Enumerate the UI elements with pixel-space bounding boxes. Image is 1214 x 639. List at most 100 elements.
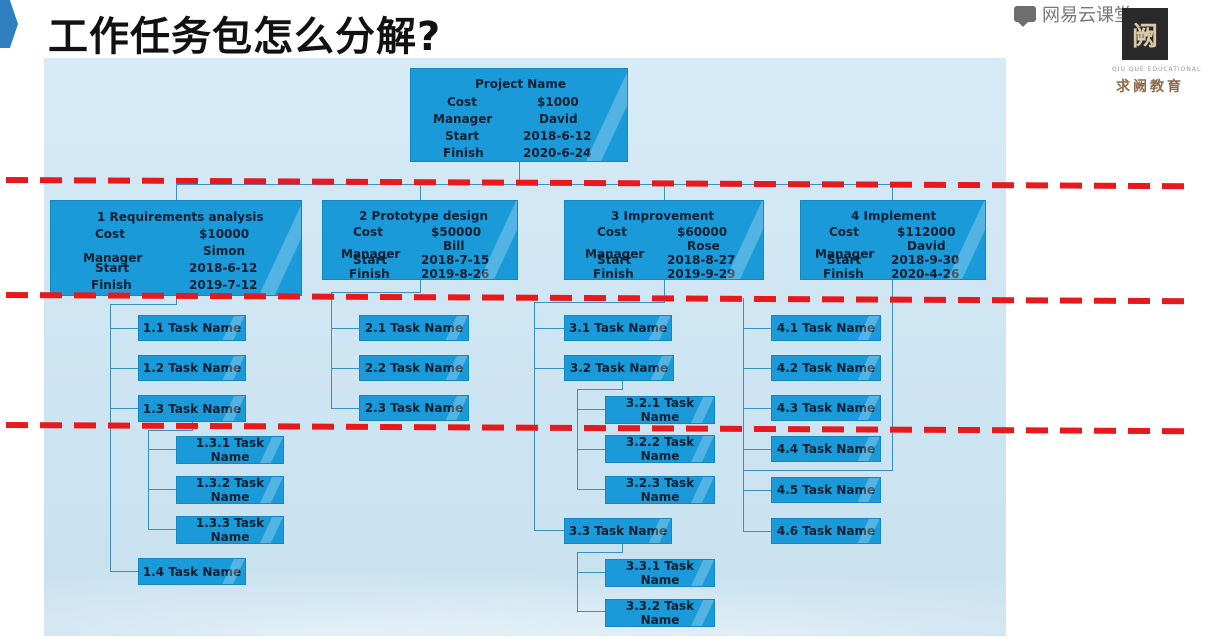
connector — [534, 302, 535, 531]
connector — [420, 184, 421, 200]
wbs-phase-node-1[interactable]: 1 Requirements analysis Cost $10000 Mana… — [50, 200, 302, 296]
task-node-1-1[interactable]: 1.1 Task Name — [138, 315, 246, 341]
phase-cost: $50000 — [431, 225, 482, 239]
phase-finish: 2019-8-26 — [421, 267, 490, 280]
phase-finish-label: Finish — [593, 267, 634, 280]
task-node-3-2-2[interactable]: 3.2.2 Task Name — [605, 435, 715, 463]
task-node-3-1[interactable]: 3.1 Task Name — [564, 315, 672, 341]
connector — [534, 302, 665, 303]
task-node-1-2[interactable]: 1.2 Task Name — [138, 355, 246, 381]
wbs-phase-node-2[interactable]: 2 Prototype design Cost $50000 Manager B… — [322, 200, 518, 280]
wbs-phase-node-4[interactable]: 4 Implement Cost $112000 Manager David S… — [800, 200, 986, 280]
task-node-4-2[interactable]: 4.2 Task Name — [771, 355, 881, 381]
wbs-root-node[interactable]: Project Name Cost $1000 Manager David St… — [410, 68, 628, 162]
task-node-4-5[interactable]: 4.5 Task Name — [771, 477, 881, 503]
phase-start: 2018-8-27 — [667, 253, 736, 267]
phase-start: 2018-9-30 — [891, 253, 960, 267]
task-node-3-3-2[interactable]: 3.3.2 Task Name — [605, 599, 715, 627]
task-node-3-3-1[interactable]: 3.3.1 Task Name — [605, 559, 715, 587]
phase-start: 2018-6-12 — [189, 261, 258, 275]
phase-manager-label: Manager — [585, 247, 645, 261]
phase-name: 1 Requirements analysis — [97, 210, 264, 224]
root-start-label: Start — [445, 129, 480, 143]
phase-cost-label: Cost — [353, 225, 383, 239]
phase-cost-label: Cost — [95, 227, 125, 241]
qiuque-logo: 阙 — [1122, 8, 1168, 60]
connector — [892, 184, 893, 200]
task-node-2-2[interactable]: 2.2 Task Name — [359, 355, 469, 381]
connector — [743, 368, 771, 369]
task-node-1-3-2[interactable]: 1.3.2 Task Name — [176, 476, 284, 504]
task-node-2-3[interactable]: 2.3 Task Name — [359, 395, 469, 421]
phase-manager: David — [907, 239, 946, 253]
connector — [176, 296, 177, 304]
connector — [664, 280, 665, 302]
connector — [110, 408, 138, 409]
task-node-1-3[interactable]: 1.3 Task Name — [138, 395, 246, 422]
task-node-3-2-3[interactable]: 3.2.3 Task Name — [605, 476, 715, 504]
phase-cost: $60000 — [677, 225, 728, 239]
phase-manager: Bill — [443, 239, 465, 253]
phase-name: 2 Prototype design — [359, 209, 489, 223]
netease-brand: 网易云课堂 — [1014, 2, 1132, 27]
phase-finish-label: Finish — [823, 267, 864, 280]
root-start: 2018-6-12 — [523, 129, 592, 143]
phase-start-label: Start — [597, 253, 632, 267]
connector — [110, 571, 138, 572]
connector — [577, 389, 578, 490]
connector — [622, 544, 623, 552]
connector — [148, 430, 149, 530]
brand-area: 网易云课堂 阙 QIU QUE EDUCATIONAL 求阙教育 — [1014, 0, 1214, 100]
phase-cost-label: Cost — [829, 225, 859, 239]
phase-manager-label: Manager — [83, 251, 143, 265]
connector — [743, 449, 771, 450]
connector — [331, 408, 359, 409]
phase-manager-label: Manager — [815, 247, 875, 261]
task-node-2-1[interactable]: 2.1 Task Name — [359, 315, 469, 341]
connector — [148, 430, 193, 431]
connector — [577, 409, 605, 410]
root-manager: David — [539, 112, 578, 126]
task-node-4-1[interactable]: 4.1 Task Name — [771, 315, 881, 341]
phase-finish-label: Finish — [349, 267, 390, 280]
connector — [110, 304, 111, 572]
connector — [331, 328, 359, 329]
connector — [534, 530, 564, 531]
phase-finish: 2019-7-12 — [189, 278, 258, 292]
connector — [110, 328, 138, 329]
task-node-1-3-3[interactable]: 1.3.3 Task Name — [176, 516, 284, 544]
task-node-3-2[interactable]: 3.2 Task Name — [564, 355, 674, 381]
root-name: Project Name — [475, 77, 567, 91]
connector — [743, 490, 771, 491]
connector — [622, 381, 623, 389]
wbs-diagram-canvas: Project Name Cost $1000 Manager David St… — [44, 58, 1006, 636]
connector — [743, 408, 771, 409]
task-node-4-6[interactable]: 4.6 Task Name — [771, 518, 881, 544]
phase-cost-label: Cost — [597, 225, 627, 239]
task-node-3-2-1[interactable]: 3.2.1 Task Name — [605, 396, 715, 424]
brand-chinese-name: 求阙教育 — [1116, 79, 1184, 95]
wbs-phase-node-3[interactable]: 3 Improvement Cost $60000 Manager Rose S… — [564, 200, 764, 280]
phase-start-label: Start — [353, 253, 388, 267]
task-node-4-4[interactable]: 4.4 Task Name — [771, 436, 881, 462]
root-cost: $1000 — [537, 95, 579, 109]
task-node-1-4[interactable]: 1.4 Task Name — [138, 558, 246, 585]
root-finish: 2020-6-24 — [523, 146, 592, 160]
task-node-4-3[interactable]: 4.3 Task Name — [771, 395, 881, 421]
connector — [743, 298, 744, 532]
task-node-1-3-1[interactable]: 1.3.1 Task Name — [176, 436, 284, 464]
phase-finish: 2019-9-29 — [667, 267, 736, 280]
connector — [577, 572, 605, 573]
phase-finish-label: Finish — [91, 278, 132, 292]
connector — [331, 368, 359, 369]
phase-finish: 2020-4-26 — [891, 267, 960, 280]
phase-cost: $10000 — [199, 227, 250, 241]
connector — [534, 328, 564, 329]
netease-brand-label: 网易云课堂 — [1042, 5, 1132, 26]
connector — [743, 470, 893, 471]
connector — [664, 184, 665, 200]
connector — [331, 292, 421, 293]
connector — [148, 449, 176, 450]
phase-start: 2018-7-15 — [421, 253, 490, 267]
task-node-3-3[interactable]: 3.3 Task Name — [564, 518, 672, 544]
